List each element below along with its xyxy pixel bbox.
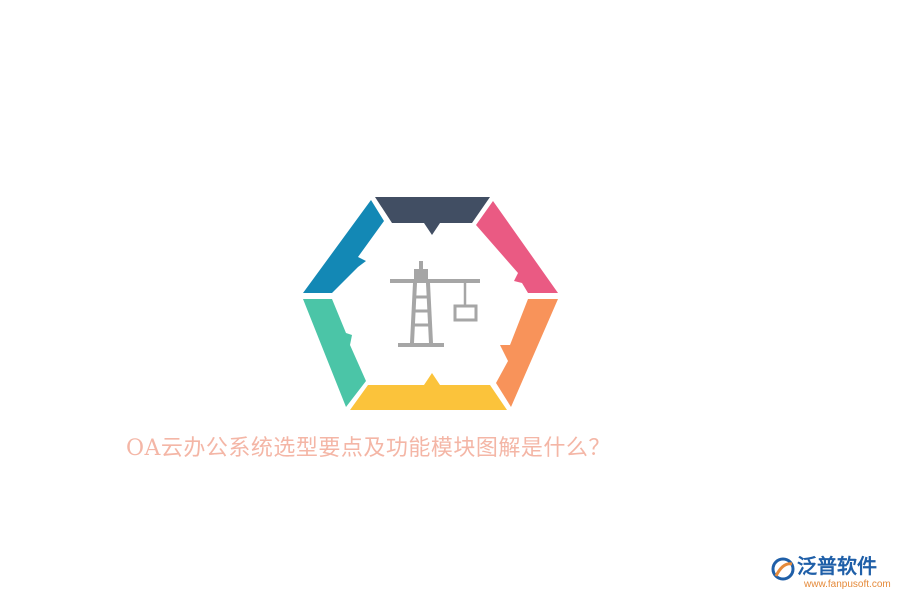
segment-upper-right (476, 201, 558, 293)
segment-lower-right (496, 299, 558, 407)
fanpu-logo-icon (771, 557, 795, 581)
brand-name: 泛普软件 (797, 554, 877, 578)
segment-lower-left (303, 299, 366, 407)
segment-top (375, 197, 490, 235)
brand-url[interactable]: www.fanpusoft.com (804, 579, 891, 590)
hexagon-cycle-graphic (303, 197, 558, 410)
headline-text: OA云办公系统选型要点及功能模块图解是什么？ (126, 436, 611, 461)
segment-bottom (350, 373, 507, 410)
brand-watermark[interactable]: 泛普软件 www.fanpusoft.com (770, 553, 895, 593)
segment-upper-left (303, 200, 384, 293)
tower-crane-icon (390, 261, 480, 347)
